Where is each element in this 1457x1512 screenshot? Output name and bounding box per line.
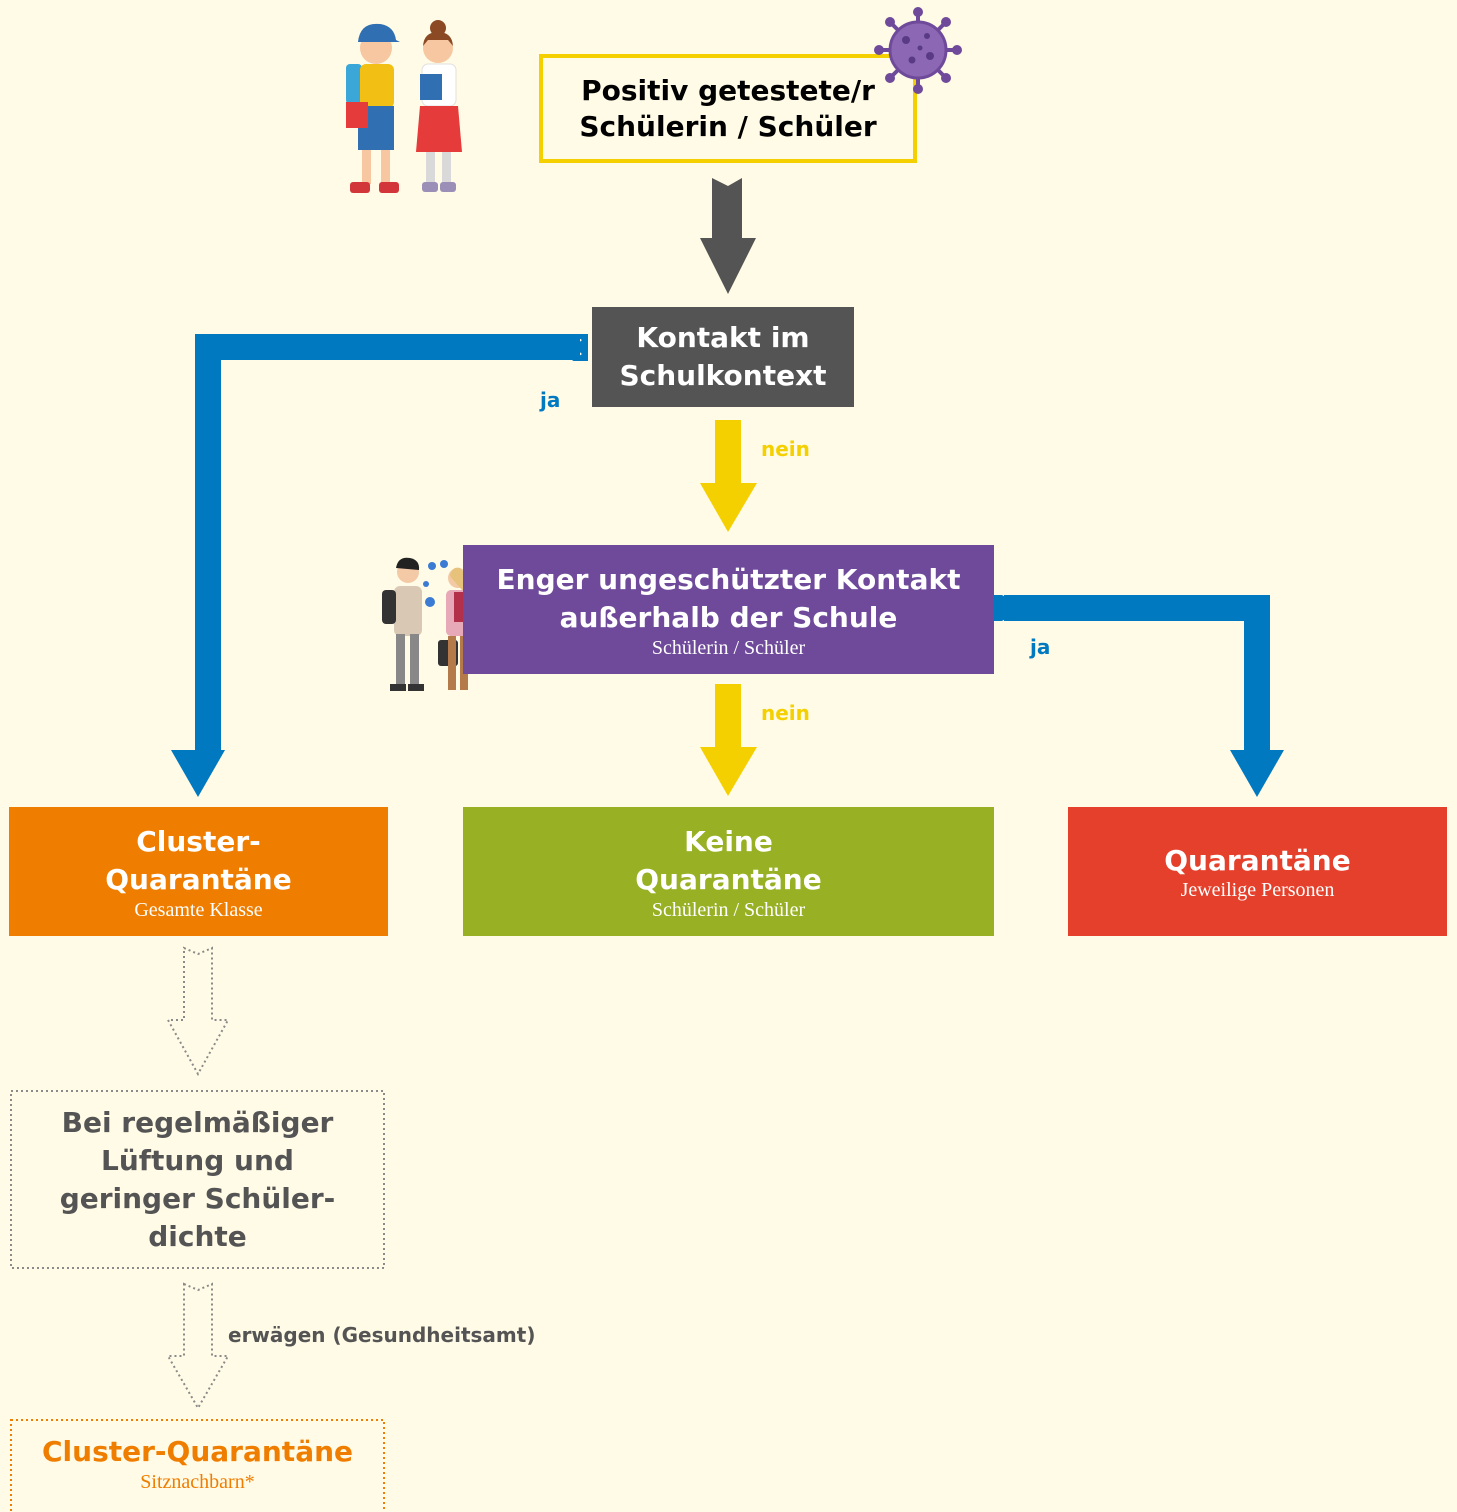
arrow-to-decision1 [700, 178, 756, 294]
condition-line3: geringer Schüler- [59, 1181, 336, 1215]
start-box: Positiv getestete/r Schülerin / Schüler [541, 56, 915, 161]
final-cluster-box: Cluster-Quarantäne Sitznachbarn* [11, 1420, 384, 1506]
condition-box-border [10, 1090, 385, 1269]
yes-label-outside: ja [1030, 635, 1051, 659]
decision-outside-contact-line1: Enger ungeschützter Kontakt [496, 562, 961, 596]
start-box-line1: Positiv getestete/r [581, 73, 875, 107]
outcome-no-quarantine: Keine Quarantäne Schülerin / Schüler [463, 807, 994, 936]
dotted-arrow-2 [166, 1282, 230, 1411]
outcome-quarantine: Quarantäne Jeweilige Personen [1068, 807, 1447, 936]
decision-outside-contact-sub: Schülerin / Schüler [651, 636, 806, 659]
outcome-cluster-line2: Quarantäne [105, 862, 292, 896]
yes-path-cluster-tail [572, 334, 588, 361]
no-label-outside: nein [761, 701, 810, 725]
outcome-none-line1: Keine [684, 824, 773, 858]
final-box-border [10, 1419, 385, 1512]
decision-outside-contact-line2: außerhalb der Schule [559, 600, 898, 634]
yes-label-school: ja [540, 388, 561, 412]
yes-arrowhead-quarantine [1230, 750, 1284, 797]
decision-outside-contact: Enger ungeschützter Kontakt außerhalb de… [463, 545, 994, 674]
start-box-line2: Schülerin / Schüler [579, 109, 877, 143]
decision-school-contact-line1: Kontakt im [636, 321, 810, 354]
final-title: Cluster-Quarantäne [41, 1435, 354, 1468]
outcome-cluster-sub: Gesamte Klasse [134, 898, 263, 921]
outcome-cluster-quarantine: Cluster- Quarantäne Gesamte Klasse [9, 807, 388, 936]
outcome-cluster-line1: Cluster- [136, 824, 261, 858]
start-box-border [539, 54, 917, 163]
yes-arrowhead-cluster [171, 750, 225, 797]
outcome-quarantine-line1: Quarantäne [1164, 843, 1351, 877]
outcome-quarantine-sub: Jeweilige Personen [1180, 878, 1335, 901]
no-arrow-2 [700, 684, 757, 796]
yes-path-quarantine-tail [992, 595, 1012, 621]
outcome-none-line2: Quarantäne [635, 862, 822, 896]
outcome-none-sub: Schülerin / Schüler [651, 898, 806, 921]
consider-label: erwägen (Gesundheitsamt) [228, 1323, 536, 1347]
dotted-arrow-1 [166, 946, 230, 1077]
condition-line1: Bei regelmäßiger [61, 1105, 334, 1139]
final-sub: Sitznachbarn* [140, 1471, 255, 1493]
yes-path-quarantine [1004, 595, 1270, 752]
yes-path-cluster [195, 334, 580, 752]
people-talking-illustration [382, 557, 472, 691]
virus-icon [874, 7, 962, 94]
no-arrow-1 [700, 420, 757, 532]
decision-school-contact-line2: Schulkontext [619, 359, 827, 392]
condition-box: Bei regelmäßiger Lüftung und geringer Sc… [11, 1091, 384, 1268]
condition-line4: dichte [148, 1219, 247, 1253]
no-label-school: nein [761, 437, 810, 461]
students-illustration [346, 20, 462, 193]
decision-school-contact: Kontakt im Schulkontext [592, 307, 854, 407]
condition-line2: Lüftung und [101, 1143, 294, 1177]
